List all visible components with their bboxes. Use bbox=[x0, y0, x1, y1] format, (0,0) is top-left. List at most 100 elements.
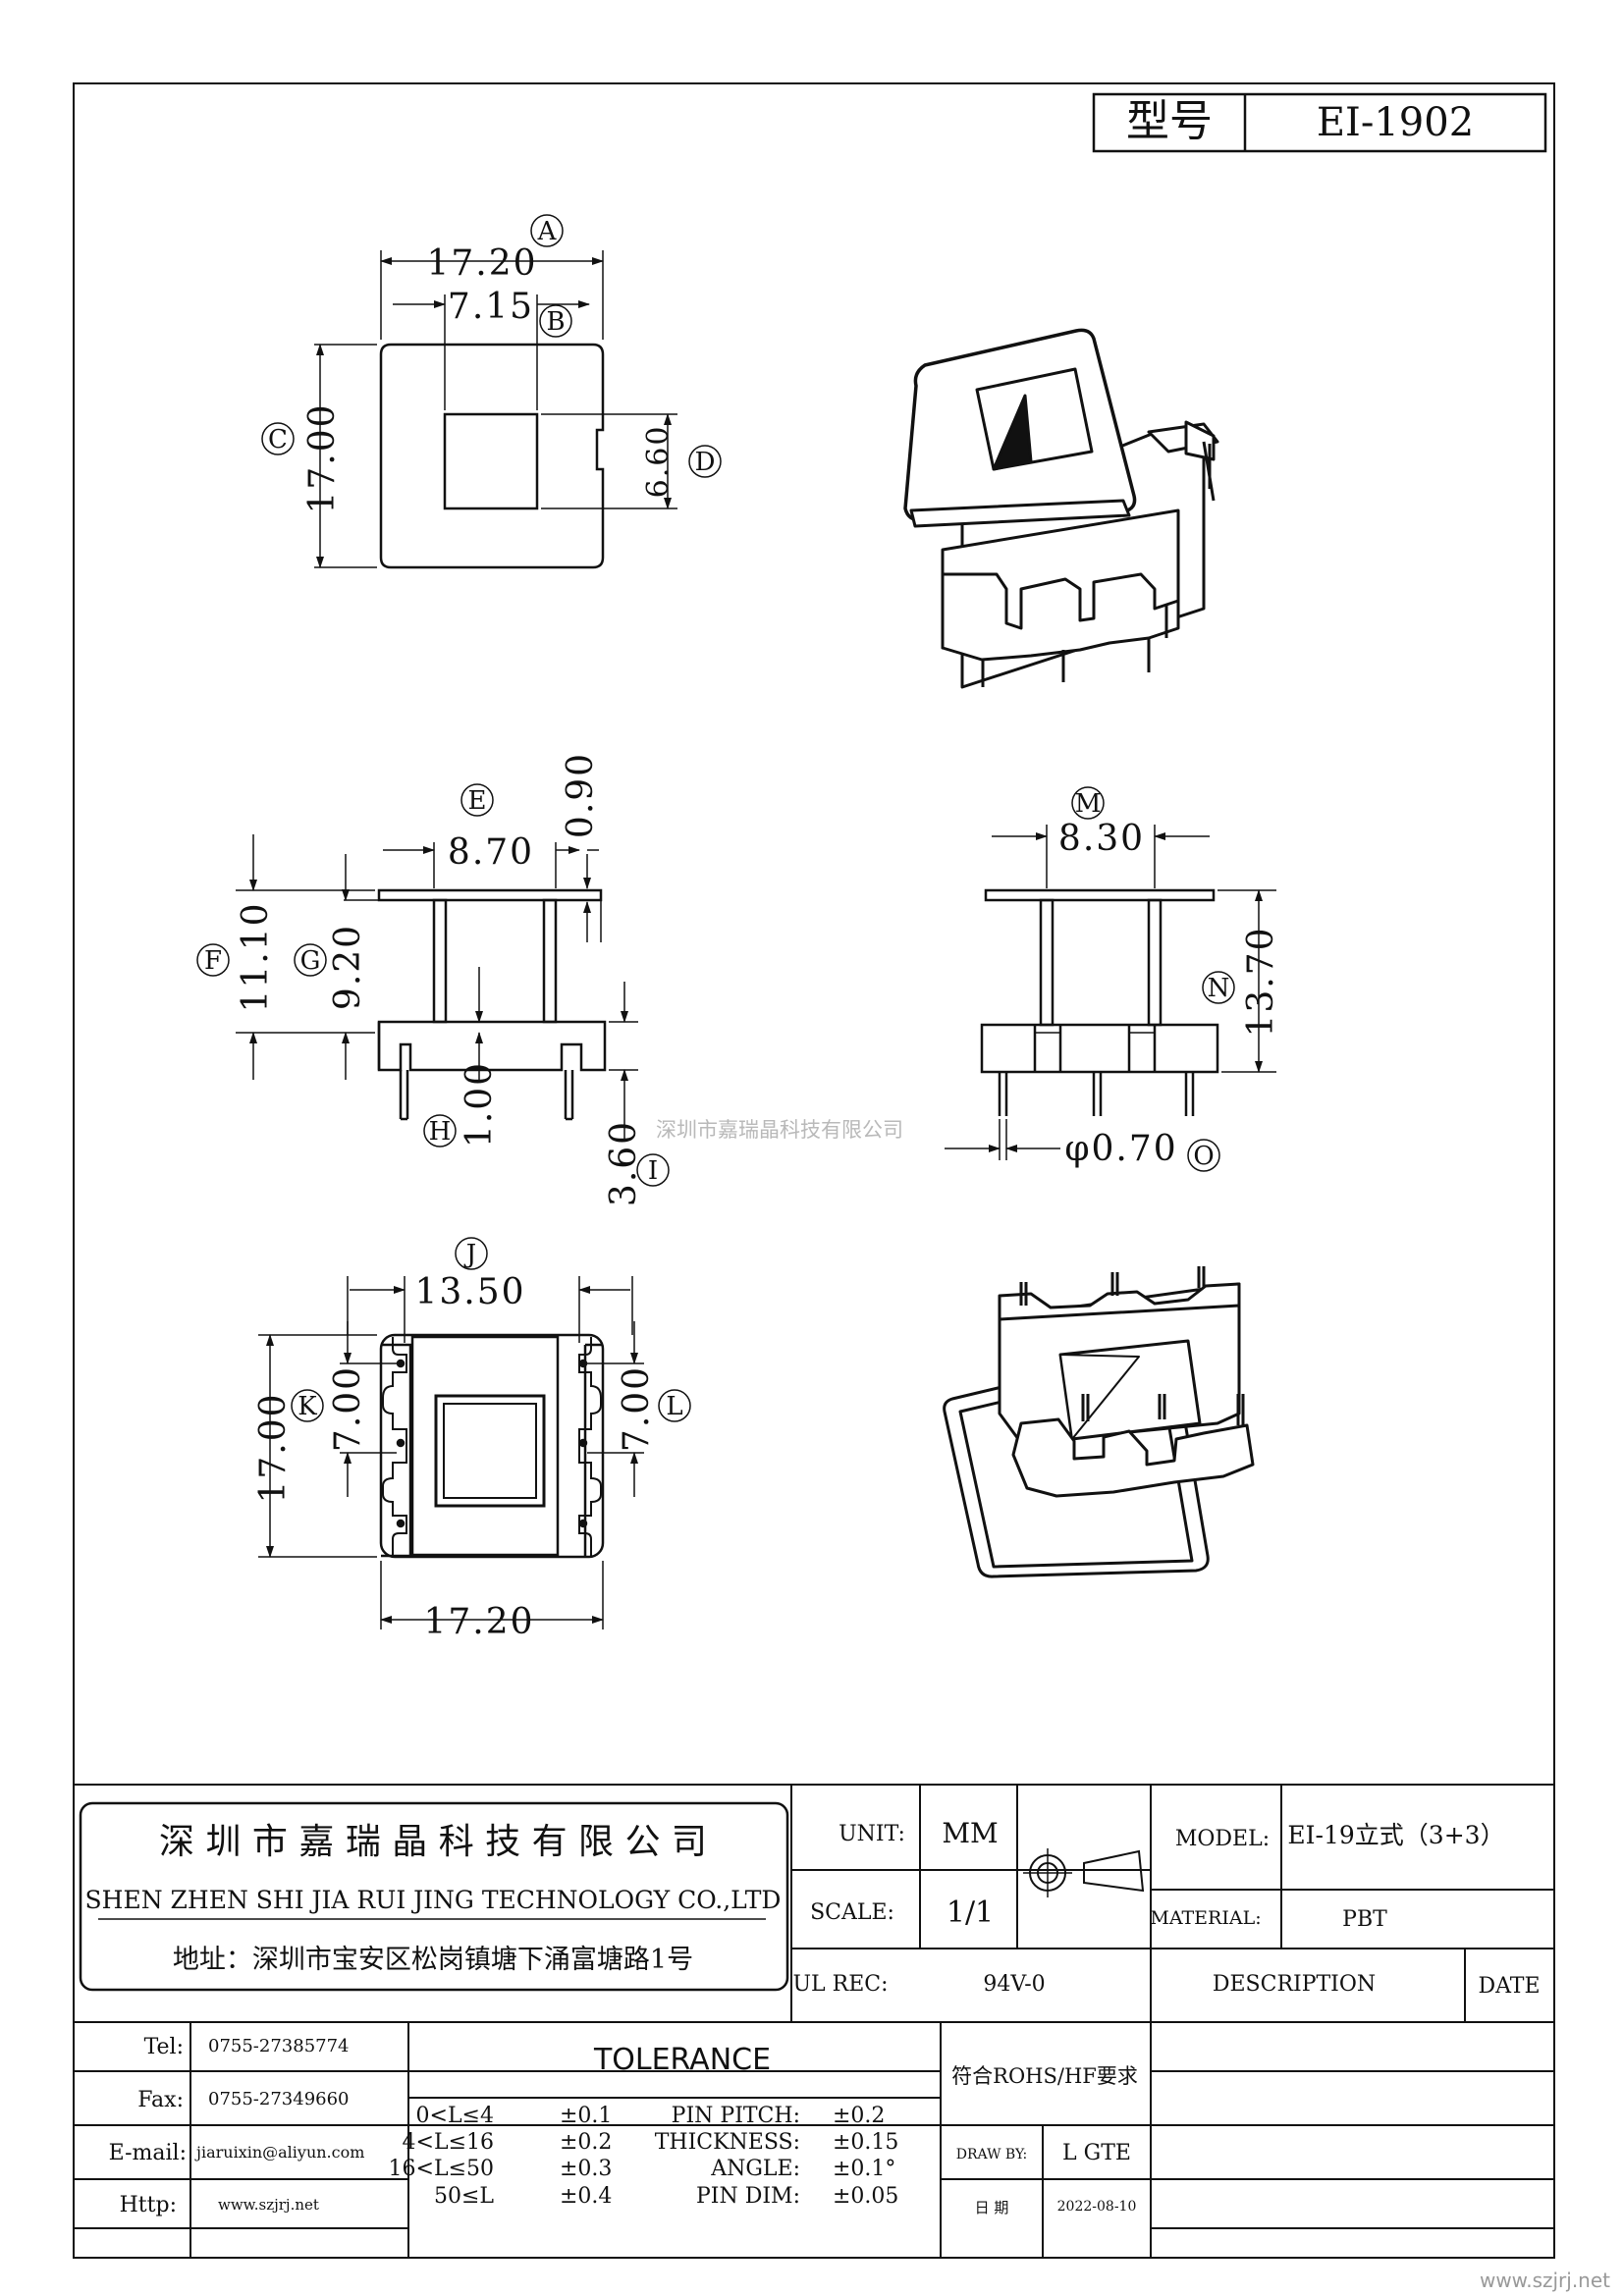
dim-n: 13.70 bbox=[1241, 926, 1281, 1037]
svg-text:M: M bbox=[1075, 789, 1102, 819]
dim-l: 7.00 bbox=[617, 1365, 657, 1452]
marker-e: E bbox=[460, 783, 494, 817]
http-label: Http: bbox=[120, 2193, 177, 2217]
tol-value-0: ±0.1 bbox=[560, 2104, 612, 2128]
draw-by-value: L GTE bbox=[1062, 2141, 1131, 2165]
tel-label: Tel: bbox=[144, 2035, 184, 2059]
dim-i: 3.60 bbox=[604, 1120, 644, 1206]
company-name-cn: 深 圳 市 嘉 瑞 晶 科 技 有 限 公 司 bbox=[159, 1822, 707, 1862]
tol-value-3: ±0.4 bbox=[560, 2184, 612, 2209]
date-label: 日 期 bbox=[975, 2199, 1009, 2216]
footer-url: www.szjrj.net bbox=[1480, 2269, 1610, 2292]
marker-d: D bbox=[688, 445, 722, 478]
dim-f: 11.10 bbox=[236, 901, 276, 1012]
model-value: EI-19立式（3+3） bbox=[1287, 1821, 1504, 1849]
svg-text:H: H bbox=[429, 1117, 452, 1147]
svg-text:F: F bbox=[204, 946, 222, 976]
dim-o: φ0.70 bbox=[1064, 1129, 1177, 1169]
marker-o: O bbox=[1187, 1139, 1220, 1172]
scale-value: 1/1 bbox=[947, 1896, 994, 1930]
unit-value: MM bbox=[942, 1817, 998, 1849]
marker-j: J bbox=[455, 1237, 488, 1270]
company-address: 地址：深圳市宝安区松岗镇塘下涌富塘路1号 bbox=[173, 1945, 693, 1975]
dim-bottom-height: 17.00 bbox=[253, 1392, 294, 1503]
email-value: jiaruixin@aliyun.com bbox=[194, 2143, 364, 2162]
marker-a: A bbox=[530, 214, 564, 247]
svg-text:N: N bbox=[1208, 974, 1230, 1003]
marker-k: K bbox=[291, 1389, 324, 1422]
marker-g: G bbox=[294, 943, 327, 977]
dim-e2: 0.90 bbox=[561, 752, 601, 838]
dim-m: 8.30 bbox=[1058, 819, 1145, 859]
dim-k: 7.00 bbox=[328, 1365, 368, 1452]
date-header: DATE bbox=[1478, 1974, 1540, 1999]
tol-extra-label-0: PIN PITCH: bbox=[672, 2104, 800, 2128]
tol-value-2: ±0.3 bbox=[560, 2157, 612, 2181]
dim-d: 6.60 bbox=[641, 425, 676, 499]
tolerance-title: TOLERANCE bbox=[593, 2043, 771, 2077]
dim-bottom-width: 17.20 bbox=[423, 1602, 534, 1642]
sheet-border bbox=[73, 82, 1555, 2259]
svg-text:K: K bbox=[298, 1392, 317, 1421]
projection-symbol-icon bbox=[1023, 1848, 1145, 1897]
svg-text:O: O bbox=[1193, 1142, 1214, 1171]
part-number-value: EI-1902 bbox=[1317, 100, 1474, 145]
tol-extra-value-3: ±0.05 bbox=[833, 2184, 898, 2209]
tol-extra-label-2: ANGLE: bbox=[710, 2157, 800, 2181]
marker-n: N bbox=[1202, 971, 1235, 1004]
svg-text:I: I bbox=[648, 1156, 658, 1186]
description-label: DESCRIPTION bbox=[1213, 1972, 1376, 1997]
bottom-view bbox=[258, 1276, 644, 1629]
fax-value: 0755-27349660 bbox=[208, 2089, 350, 2109]
unit-label: UNIT: bbox=[839, 1822, 905, 1846]
date-value: 2022-08-10 bbox=[1057, 2199, 1137, 2215]
ul-label: UL REC: bbox=[792, 1972, 888, 1997]
scale-label: SCALE: bbox=[810, 1900, 894, 1925]
http-value: www.szjrj.net bbox=[218, 2196, 319, 2214]
dim-h: 1.00 bbox=[460, 1061, 500, 1148]
marker-i: I bbox=[636, 1153, 670, 1187]
dim-g: 9.20 bbox=[328, 924, 368, 1010]
compliance-note: 符合ROHS/HF要求 bbox=[951, 2064, 1138, 2088]
marker-b: B bbox=[539, 304, 572, 338]
dim-j: 13.50 bbox=[414, 1272, 525, 1312]
company-name-en: SHEN ZHEN SHI JIA RUI JING TECHNOLOGY CO… bbox=[85, 1886, 782, 1914]
tol-extra-label-1: THICKNESS: bbox=[655, 2130, 800, 2155]
tol-extra-value-2: ±0.1° bbox=[833, 2157, 895, 2181]
svg-text:L: L bbox=[666, 1392, 682, 1421]
svg-text:C: C bbox=[268, 425, 288, 454]
svg-text:A: A bbox=[537, 217, 558, 246]
ul-value: 94V-0 bbox=[983, 1972, 1045, 1997]
svg-text:E: E bbox=[468, 786, 487, 816]
side-view-front bbox=[236, 834, 638, 1139]
material-label: MATERIAL: bbox=[1150, 1907, 1261, 1929]
svg-text:B: B bbox=[546, 307, 565, 337]
tol-extra-value-0: ±0.2 bbox=[833, 2104, 885, 2128]
tol-value-1: ±0.2 bbox=[560, 2130, 612, 2155]
isometric-view-top bbox=[903, 328, 1219, 689]
dim-e: 8.70 bbox=[448, 832, 534, 873]
tol-range-0: 0<L≤4 bbox=[416, 2104, 494, 2128]
tol-range-1: 4<L≤16 bbox=[403, 2130, 494, 2155]
dim-c: 17.00 bbox=[302, 402, 343, 513]
material-value: PBT bbox=[1342, 1907, 1387, 1932]
part-number-label: 型号 bbox=[1126, 96, 1213, 146]
marker-l: L bbox=[658, 1389, 691, 1422]
part-number-box: 型号 EI-1902 bbox=[1092, 92, 1547, 153]
tol-extra-value-1: ±0.15 bbox=[833, 2130, 898, 2155]
marker-m: M bbox=[1071, 786, 1105, 820]
tol-range-2: 16<L≤50 bbox=[389, 2157, 494, 2181]
watermark: 深圳市嘉瑞晶科技有限公司 bbox=[656, 1118, 903, 1142]
title-block bbox=[74, 1784, 1554, 2258]
dim-b: 7.15 bbox=[448, 287, 534, 327]
side-view-right bbox=[945, 825, 1276, 1160]
marker-c: C bbox=[261, 422, 295, 455]
model-label: MODEL: bbox=[1175, 1827, 1270, 1851]
draw-by-label: DRAW BY: bbox=[956, 2147, 1027, 2163]
isometric-view-bottom bbox=[943, 1266, 1255, 1578]
top-view bbox=[314, 250, 677, 569]
svg-text:G: G bbox=[300, 946, 321, 976]
email-label: E-mail: bbox=[109, 2141, 187, 2165]
marker-f: F bbox=[196, 943, 230, 977]
